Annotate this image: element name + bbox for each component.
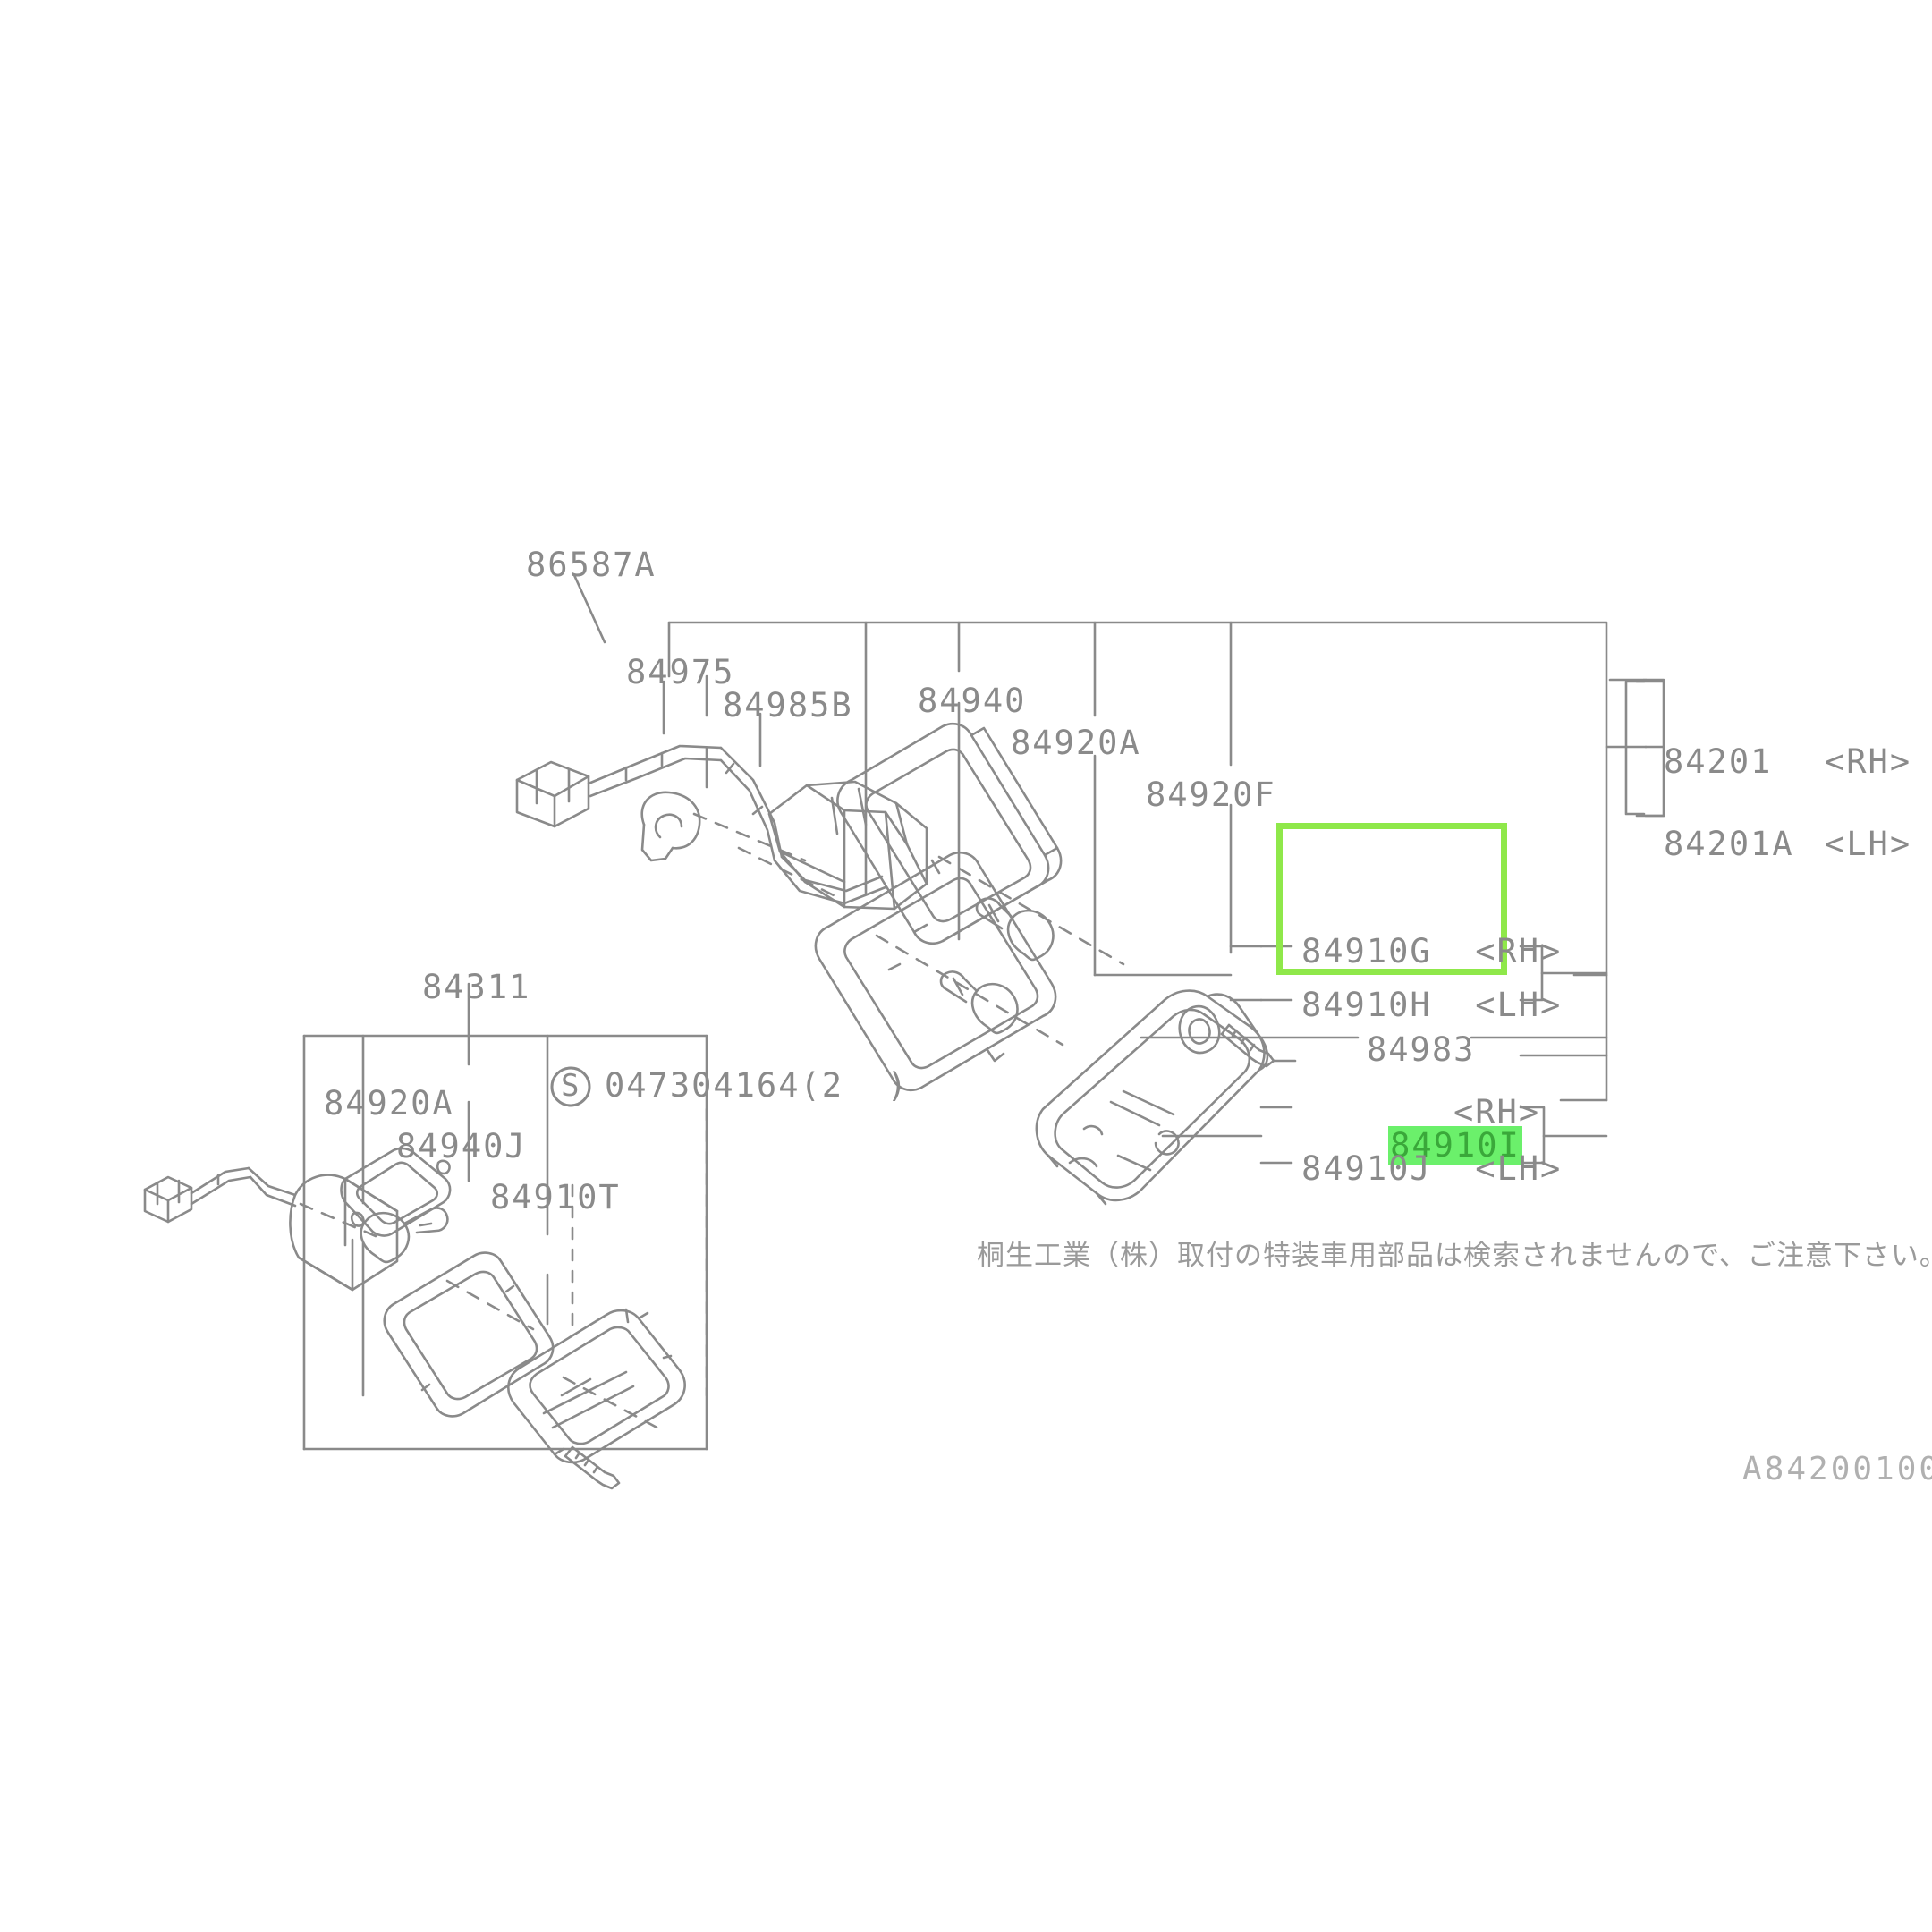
callout-84910J[interactable]: 84910J <LH> [1301,1149,1563,1188]
callout-84920F[interactable]: 84920F [1146,775,1276,814]
screw-symbol-letter: S [561,1068,580,1104]
callout-84910I[interactable]: 84910I [1301,1096,1522,1195]
screw-84983 [1220,1023,1297,1068]
callout-84975[interactable]: 84975 [626,653,735,691]
sub-harness-cable [190,1166,297,1208]
callout-84201[interactable]: 84201 [1664,742,1773,781]
drawing-code: A84200100 [1742,1451,1932,1487]
callout-84201A-lh: <LH> [1825,825,1912,863]
callout-84983[interactable]: 84983 [1367,1030,1476,1069]
sub-socket-84920A [289,1174,399,1292]
callout-84985B[interactable]: 84985B [723,686,853,724]
callout-84920A[interactable]: 84920A [1011,724,1141,762]
gasket-84920A [814,852,1057,1091]
sub-bulb [360,1207,449,1264]
grommet-84975 [640,791,701,862]
callout-84910I-text: 84910I [1388,1126,1522,1165]
callout-86587A[interactable]: 86587A [526,546,657,584]
harness-cable [587,744,887,905]
callout-84910T[interactable]: 84910T [490,1178,621,1216]
callout-84940J[interactable]: 84940J [396,1127,527,1165]
callout-84201-rh: <RH> [1825,742,1912,781]
bracket-84910IJ [1519,1106,1608,1165]
sub-lens-84910T [507,1308,686,1464]
screw-symbol-circle [550,1066,591,1107]
lower-left-dashed [571,1107,708,1397]
callout-84910I-rh: <RH> [1453,1093,1541,1131]
callout-screw-part-number[interactable]: 047304164(2 ) [605,1066,909,1105]
top-leader-lines [705,621,1233,977]
sub-connector [143,1175,193,1224]
alignment-dashes-upper [692,812,841,900]
callout-84910G[interactable]: 84910G <RH> [1301,932,1563,970]
bracket-84201 [1642,678,1665,818]
callout-84940[interactable]: 84940 [918,682,1027,720]
bulb-upper [975,897,1055,962]
bulb-lower [939,970,1019,1035]
harness-connector [515,760,590,828]
bracket-84201-hook [1624,680,1646,816]
sub-gasket-84940J [383,1251,555,1418]
japanese-note: 桐生工業（株）取付の特装車用部品は検索されませんので、ご注意下さい。 [977,1240,1932,1272]
sub-alignment-dashes [299,1202,665,1433]
callout-84311[interactable]: 84311 [422,968,531,1006]
lens-assembly-84910 [1035,989,1269,1206]
sub-screw [564,1445,621,1490]
callout-84201A[interactable]: 84201A [1664,825,1794,863]
bracket-84910GH [1519,945,1608,1002]
callout-84920A-sub[interactable]: 84920A [324,1084,454,1123]
callout-84910H[interactable]: 84910H <LH> [1301,986,1563,1024]
lower-left-bracket [302,982,708,1451]
housing-84940-frame [836,723,1063,945]
lamp-body-84940 [767,780,928,911]
leader-86587A [572,573,606,644]
